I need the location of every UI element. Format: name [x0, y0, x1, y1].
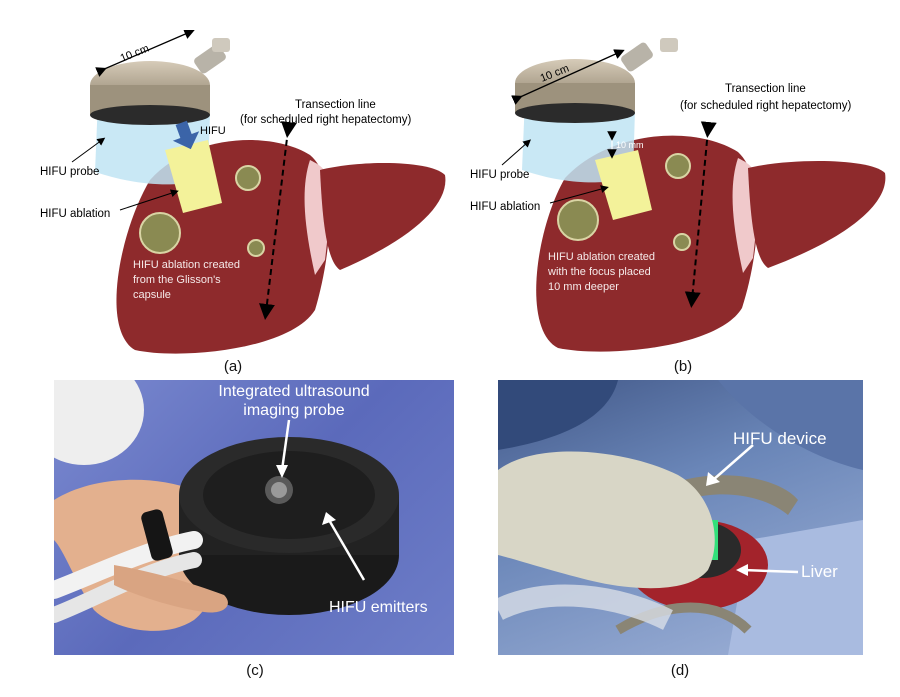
- device-arrowhead: [706, 472, 720, 486]
- liver-left-lobe: [748, 161, 886, 268]
- panel-d: HIFU device Liver: [498, 380, 863, 655]
- note-line-3: capsule: [133, 289, 171, 301]
- transection-line-label: Transection line: [295, 99, 376, 111]
- note-line-1: HIFU ablation created: [548, 251, 655, 263]
- imaging-arrowhead: [276, 465, 288, 478]
- ablation-label: HIFU ablation: [40, 208, 110, 220]
- probe-cap: [212, 38, 230, 52]
- gloved-hand: [498, 451, 715, 589]
- lesion: [247, 239, 265, 257]
- probe-cap: [660, 38, 678, 52]
- panel-c: Integrated ultrasound imaging probe HIFU…: [54, 380, 454, 655]
- lesion: [673, 233, 691, 251]
- probe-pointer: [501, 139, 531, 166]
- emitters-arrow: [327, 519, 366, 581]
- note-line-2: with the focus placed: [547, 266, 651, 278]
- probe-ring: [515, 103, 635, 123]
- ablation-pointer: [119, 189, 179, 211]
- panel-a: 10 cm HIFU Transection line (for schedul…: [40, 29, 450, 360]
- transection-line-label: Transection line: [725, 83, 806, 95]
- ablation-label: HIFU ablation: [470, 201, 540, 213]
- lesion: [557, 199, 599, 241]
- container-lid: [54, 380, 144, 465]
- imaging-arrow: [280, 419, 291, 471]
- transection-note: (for scheduled right hepatectomy): [240, 114, 411, 126]
- lesion: [235, 165, 261, 191]
- panel-d-photo: HIFU device Liver: [498, 380, 863, 655]
- imaging-label-1: Integrated ultrasound: [218, 383, 369, 400]
- imaging-label-2: imaging probe: [243, 402, 345, 419]
- transection-line: [259, 121, 297, 320]
- device-arrow: [712, 444, 754, 481]
- probe-ring: [90, 105, 210, 125]
- ablation-zone: [595, 150, 652, 220]
- fingers: [114, 565, 228, 613]
- panel-c-photo: Integrated ultrasound imaging probe HIFU…: [54, 380, 428, 631]
- caption-d: (d): [670, 662, 690, 679]
- lesion: [665, 153, 691, 179]
- lesion: [139, 212, 181, 254]
- liver-arrow: [742, 568, 799, 574]
- drape-fold: [718, 380, 863, 470]
- note-line-2: from the Glisson's: [133, 274, 221, 286]
- drape-fold: [498, 380, 618, 450]
- device-label: HIFU device: [733, 429, 827, 448]
- ablation-pointer: [549, 185, 609, 204]
- note-line-3: 10 mm deeper: [548, 281, 619, 293]
- probe-connector: [621, 42, 653, 72]
- liver-left-lobe: [320, 163, 446, 270]
- hifu-arrow: [172, 120, 200, 150]
- imaging-probe-lens: [271, 482, 287, 498]
- panel-b: 10 mm 10 cm Transection line (for schedu…: [470, 30, 895, 360]
- emitters-label: HIFU emitters: [329, 599, 428, 616]
- panel-b-diagram: 10 mm 10 cm Transection line (for schedu…: [470, 38, 886, 352]
- note-line-1: HIFU ablation created: [133, 259, 240, 271]
- probe-label: HIFU probe: [40, 166, 99, 178]
- depth-label: 10 mm: [616, 140, 644, 150]
- probe-pointer: [71, 137, 106, 163]
- cable: [54, 531, 203, 599]
- hifu-label: HIFU: [200, 125, 226, 137]
- probe-label: HIFU probe: [470, 169, 529, 181]
- liver-arrowhead: [736, 564, 748, 576]
- cable-connector: [141, 509, 173, 561]
- caption-a: (a): [223, 358, 243, 375]
- caption-c: (c): [246, 662, 264, 679]
- liver-label: Liver: [801, 562, 838, 581]
- size-arrow: [95, 29, 195, 77]
- caption-b: (b): [673, 358, 693, 375]
- panel-a-diagram: 10 cm HIFU Transection line (for schedul…: [40, 29, 446, 354]
- transection-note: (for scheduled right hepatectomy): [680, 100, 851, 112]
- retractor: [615, 602, 752, 635]
- emitters-arrowhead: [322, 512, 336, 525]
- size-arrow: [511, 49, 625, 105]
- plastic-cover: [498, 584, 673, 630]
- ablation-zone: [165, 140, 222, 213]
- transection-line: [684, 121, 717, 308]
